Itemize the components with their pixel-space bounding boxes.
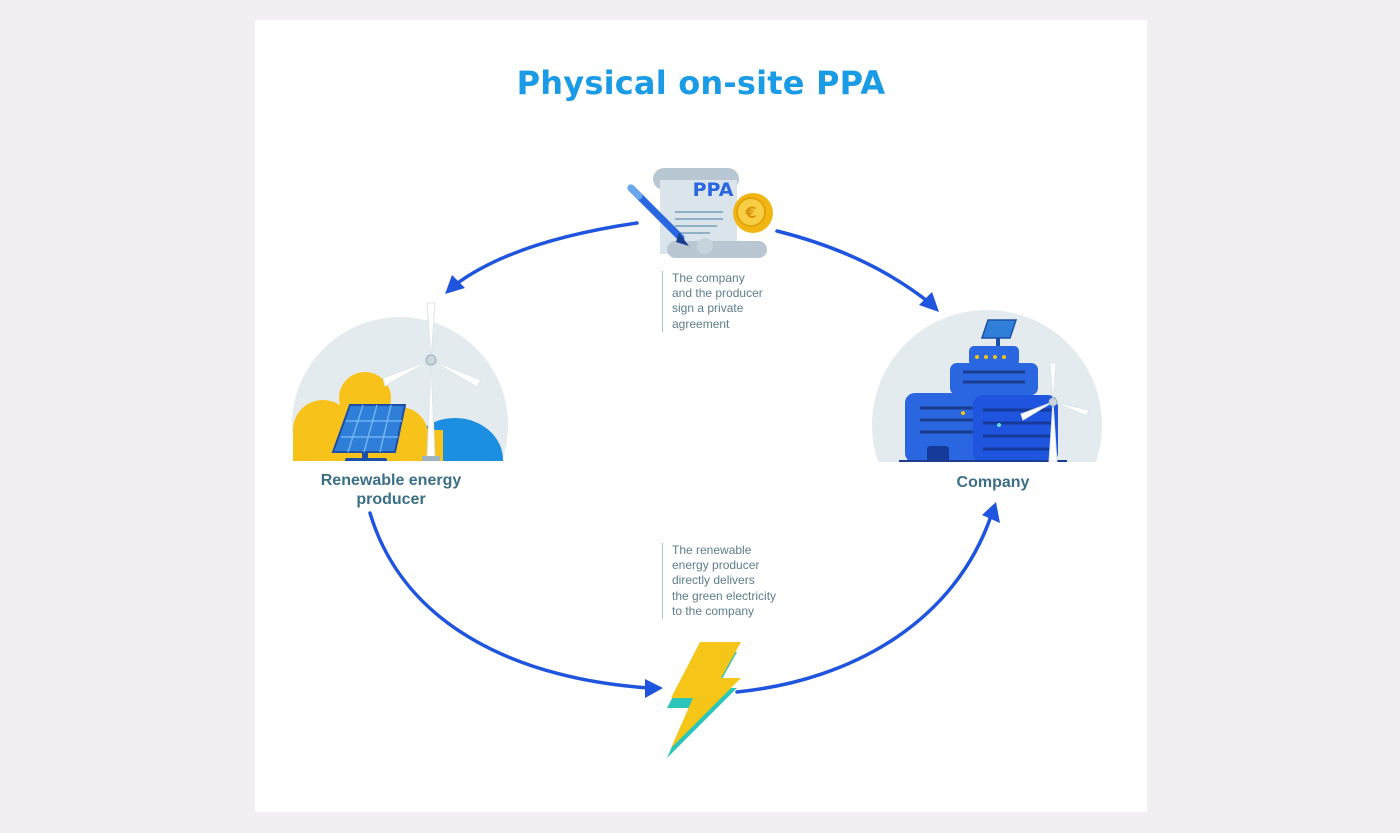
producer-label-line-1: Renewable energy <box>320 472 462 489</box>
lightning-icon <box>667 642 741 758</box>
coin-symbol: € <box>744 203 756 222</box>
note-agreement: The company and the producer sign a priv… <box>662 271 763 332</box>
producer-label: Renewable energy producer <box>300 471 482 509</box>
diagram-title: Physical on-site PPA <box>516 64 886 102</box>
note-delivery-line: the green electricity <box>672 588 777 603</box>
pen-icon <box>627 184 689 246</box>
note-agreement-line: sign a private <box>672 301 744 316</box>
arrow-producer-to-lightning <box>368 511 663 698</box>
note-agreement-line: and the producer <box>672 286 763 301</box>
arrow-contract-to-producer <box>445 221 639 294</box>
arrow-lightning-to-company <box>735 502 1000 694</box>
note-delivery-line: directly delivers <box>672 573 755 588</box>
diagram-card: Physical on-site PPA <box>255 20 1147 812</box>
contract-icon: PPA <box>653 168 767 258</box>
note-delivery-line: The renewable <box>672 543 752 557</box>
note-delivery-line: energy producer <box>672 558 760 573</box>
company-wind-turbine-icon <box>1020 362 1090 463</box>
wind-turbine-icon <box>382 302 482 462</box>
euro-coin-icon: € <box>733 193 773 233</box>
company-label: Company <box>956 474 1030 491</box>
contract-badge: PPA <box>693 179 734 201</box>
note-delivery-line: to the company <box>672 603 755 618</box>
producer-label-line-2: producer <box>356 491 426 508</box>
flow-diagram: PPA € <box>290 168 1107 758</box>
solar-panel-icon <box>331 404 407 463</box>
note-agreement-line: agreement <box>672 316 730 331</box>
note-delivery: The renewable energy producer directly d… <box>662 543 777 620</box>
note-agreement-line: The company <box>672 271 745 285</box>
arrow-contract-to-company <box>775 229 939 312</box>
